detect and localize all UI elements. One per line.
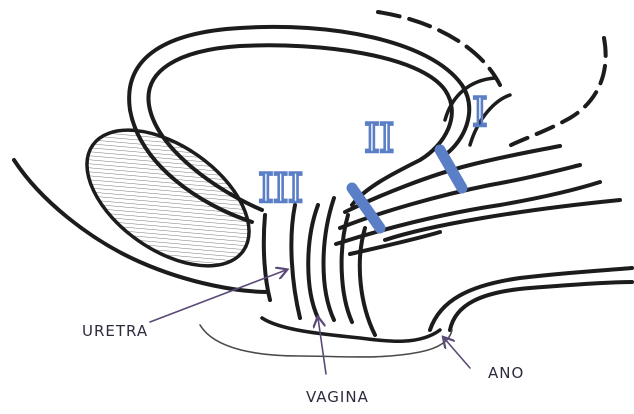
level-label-1: I bbox=[472, 90, 487, 136]
level-label-3: III bbox=[258, 166, 302, 212]
vagina-wall-3 bbox=[342, 215, 352, 322]
urethra-tube-left bbox=[264, 215, 270, 300]
level-label-2: II bbox=[364, 116, 394, 162]
peritoneum-dashed bbox=[378, 12, 500, 85]
vagina-wall-1 bbox=[308, 205, 318, 318]
vagina-pointer bbox=[318, 318, 326, 374]
urethra-pointer bbox=[150, 270, 286, 322]
vagina-wall-2 bbox=[324, 198, 335, 320]
anus-pointer bbox=[444, 338, 470, 368]
urethra-tube-right bbox=[291, 205, 300, 318]
anus-label: ANO bbox=[488, 364, 524, 382]
vagina-wall-4 bbox=[360, 228, 375, 335]
bladder bbox=[63, 103, 273, 294]
urethra-label: URETRA bbox=[82, 322, 148, 340]
sacrum-dashed bbox=[505, 38, 606, 148]
vagina-label: VAGINA bbox=[306, 388, 369, 406]
rectum-lower bbox=[430, 268, 632, 330]
